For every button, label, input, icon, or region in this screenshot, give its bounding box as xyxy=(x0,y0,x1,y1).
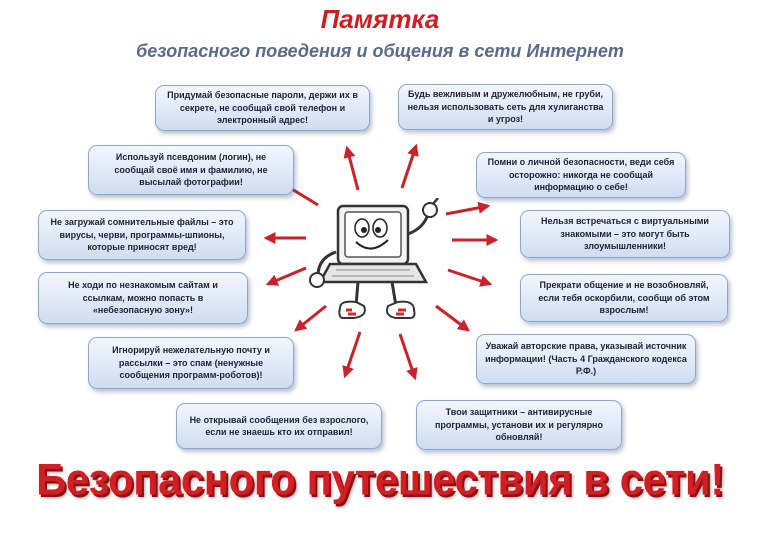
tip-meetings: Нельзя встречаться с виртуальными знаком… xyxy=(520,210,730,258)
tip-sites: Не ходи по незнакомым сайтам и ссылкам, … xyxy=(38,272,248,324)
arrow-icon xyxy=(342,331,362,379)
arrow-icon xyxy=(447,268,493,287)
tip-nickname: Используй псевдоним (логин), не сообщай … xyxy=(88,145,294,195)
arrow-icon xyxy=(265,266,307,286)
page-title: Памятка xyxy=(320,4,440,34)
arrow-icon xyxy=(343,145,360,191)
tip-stop-talking: Прекрати общение и не возобновляй, если … xyxy=(520,274,728,322)
tip-antivirus: Твои защитники – антивирусные программы,… xyxy=(416,400,622,450)
arrow-icon xyxy=(435,304,470,332)
arrow-icon xyxy=(400,143,419,189)
tip-personal-safety: Помни о личной безопасности, веди себя о… xyxy=(476,152,686,198)
tip-spam: Игнорируй нежелательную почту и рассылки… xyxy=(88,337,294,389)
tip-polite: Будь вежливым и дружелюбным, не груби, н… xyxy=(398,84,613,130)
arrow-icon xyxy=(294,304,327,332)
laptop-mascot-icon xyxy=(309,198,439,319)
page-subtitle: безопасного поведения и общения в сети И… xyxy=(136,41,624,61)
footer-slogan: Безопасного путешествия в сети! xyxy=(36,454,724,505)
arrow-icon xyxy=(398,333,418,381)
tip-passwords: Придумай безопасные пароли, держи их в с… xyxy=(155,85,370,131)
tip-unknown-messages: Не открывай сообщения без взрослого, есл… xyxy=(176,403,382,449)
tip-copyright: Уважай авторские права, указывай источни… xyxy=(476,334,696,384)
arrow-icon xyxy=(445,201,491,216)
tip-files: Не загружай сомнительные файлы – это вир… xyxy=(38,210,246,260)
